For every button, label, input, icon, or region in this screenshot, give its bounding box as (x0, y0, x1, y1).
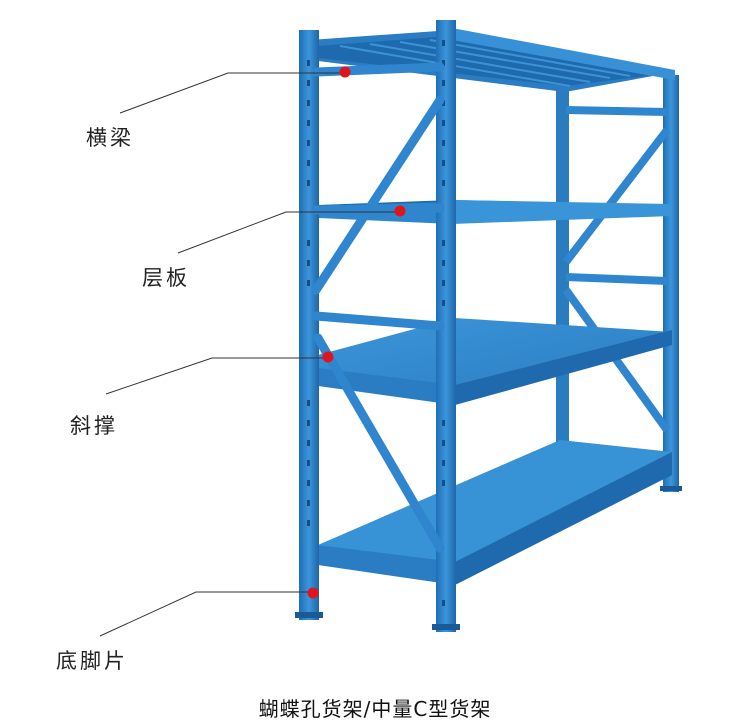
callout-markers (307, 66, 406, 599)
shelf-marker-dot (394, 205, 406, 217)
caption-bar (0, 682, 750, 725)
beam-label: 横梁 (86, 126, 134, 150)
shelf-panel-3 (318, 318, 672, 405)
back-left-upright (556, 84, 569, 524)
side-frame-braces (311, 62, 445, 553)
back-right-upright (663, 75, 679, 492)
back-side-braces (562, 106, 671, 433)
front-right-upright (436, 20, 456, 632)
shelf-panel-bottom (318, 440, 672, 585)
base-feet (295, 486, 682, 630)
brace-marker-dot (322, 351, 334, 363)
beam-marker-dot (339, 66, 351, 78)
shelf-label: 层板 (142, 266, 190, 290)
product-caption: 蝴蝶孔货架/中量C型货架 (258, 697, 492, 721)
top-shelf-frame (310, 28, 675, 92)
foot-marker-dot (307, 587, 319, 599)
callout-leader-lines (99, 72, 400, 637)
foot-label: 底脚片 (56, 649, 128, 673)
brace-label: 斜撑 (70, 414, 118, 438)
front-left-upright (299, 30, 319, 620)
